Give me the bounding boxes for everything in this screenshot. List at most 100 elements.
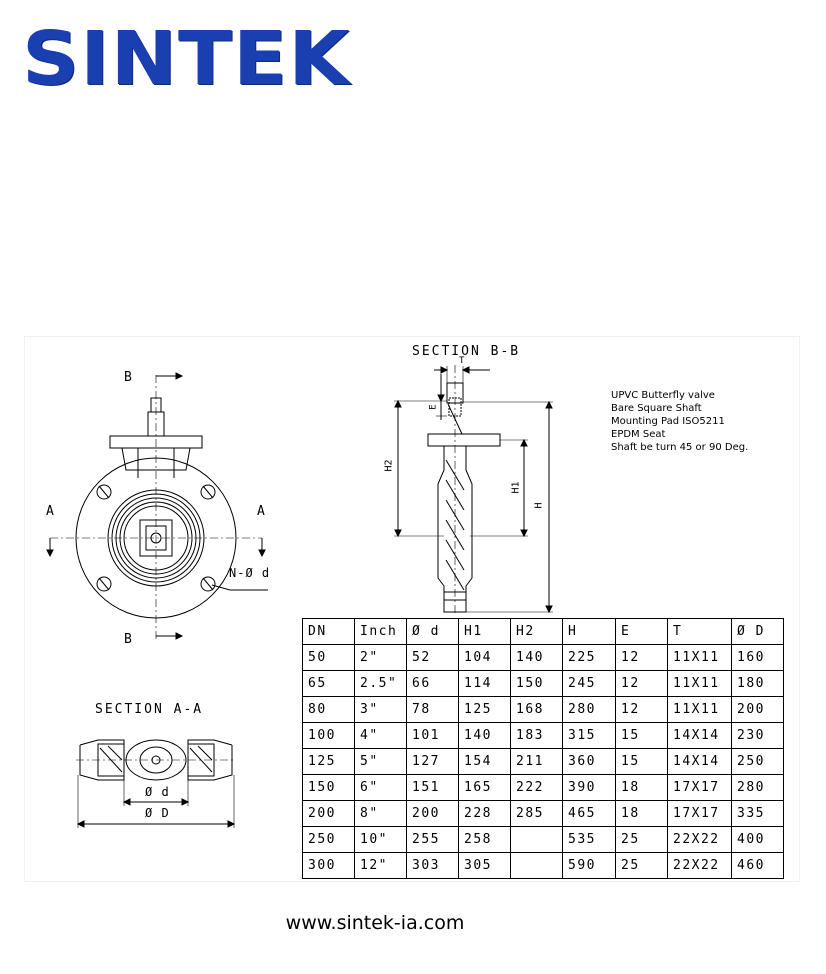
table-cell: 285 xyxy=(510,800,563,827)
table-cell: 66 xyxy=(406,670,459,697)
table-header-cell: H2 xyxy=(510,618,563,645)
table-cell: 230 xyxy=(731,722,784,749)
table-cell: 258 xyxy=(458,826,511,853)
table-cell: 6" xyxy=(354,774,407,801)
table-cell: 280 xyxy=(562,696,616,723)
table-cell: 78 xyxy=(406,696,459,723)
bolt-callout: N-Ø d xyxy=(229,566,271,580)
drawing-sheet xyxy=(24,336,800,882)
section-aa-view xyxy=(76,739,236,828)
table-cell: 14X14 xyxy=(667,722,732,749)
table-cell: 200 xyxy=(302,800,355,827)
table-cell: 25 xyxy=(615,852,668,879)
table-cell: 211 xyxy=(510,748,563,775)
dim-d-small-label: Ø d xyxy=(145,785,170,799)
table-cell: 125 xyxy=(458,696,511,723)
table-cell: 12 xyxy=(615,670,668,697)
table-header-cell: H xyxy=(562,618,616,645)
table-cell: 200 xyxy=(731,696,784,723)
table-header-cell: Ø d xyxy=(406,618,459,645)
table-cell: 22X22 xyxy=(667,852,732,879)
table-header-cell: H1 xyxy=(458,618,511,645)
table-cell: 15 xyxy=(615,722,668,749)
table-cell: 127 xyxy=(406,748,459,775)
table-cell: 80 xyxy=(302,696,355,723)
table-cell: 4" xyxy=(354,722,407,749)
sintek-logo: SINTEK xyxy=(22,16,351,102)
table-cell: 255 xyxy=(406,826,459,853)
table-cell: 390 xyxy=(562,774,616,801)
table-cell: 590 xyxy=(562,852,616,879)
table-cell: 101 xyxy=(406,722,459,749)
table-cell: 150 xyxy=(510,670,563,697)
table-cell: 250 xyxy=(731,748,784,775)
table-cell: 104 xyxy=(458,644,511,671)
table-header-cell: Inch xyxy=(354,618,407,645)
table-cell: 225 xyxy=(562,644,616,671)
table-cell: 150 xyxy=(302,774,355,801)
table-cell: 140 xyxy=(458,722,511,749)
section-bb-view xyxy=(394,365,553,615)
table-cell: 125 xyxy=(302,748,355,775)
table-cell: 18 xyxy=(615,800,668,827)
label-b-bottom: B xyxy=(124,632,134,647)
table-cell: 245 xyxy=(562,670,616,697)
front-view xyxy=(46,372,268,640)
table-cell: 400 xyxy=(731,826,784,853)
label-b-top: B xyxy=(124,370,134,385)
table-cell: 280 xyxy=(731,774,784,801)
label-a-right: A xyxy=(257,504,267,519)
table-cell xyxy=(510,852,563,879)
table-cell: 15 xyxy=(615,748,668,775)
table-cell: 305 xyxy=(458,852,511,879)
website-url: www.sintek-ia.com xyxy=(285,912,465,934)
table-cell: 65 xyxy=(302,670,355,697)
table-cell: 114 xyxy=(458,670,511,697)
spec-notes: UPVC Butterfly valve Bare Square Shaft M… xyxy=(611,389,748,454)
table-cell: 151 xyxy=(406,774,459,801)
table-cell: 360 xyxy=(562,748,616,775)
table-cell: 25 xyxy=(615,826,668,853)
note-line: UPVC Butterfly valve xyxy=(611,390,715,401)
table-header-cell: DN xyxy=(302,618,355,645)
table-cell: 222 xyxy=(510,774,563,801)
dim-h2-label: H2 xyxy=(383,459,395,472)
note-line: Mounting Pad ISO5211 xyxy=(611,416,725,427)
table-cell: 183 xyxy=(510,722,563,749)
table-cell: 335 xyxy=(731,800,784,827)
table-cell: 303 xyxy=(406,852,459,879)
table-cell: 12" xyxy=(354,852,407,879)
table-cell: 180 xyxy=(731,670,784,697)
section-aa-title: SECTION A-A xyxy=(95,702,204,717)
table-cell: 17X17 xyxy=(667,774,732,801)
dim-e-label: E xyxy=(428,404,439,410)
dim-h-label: H xyxy=(533,502,545,509)
table-cell: 5" xyxy=(354,748,407,775)
table-cell: 52 xyxy=(406,644,459,671)
table-cell: 535 xyxy=(562,826,616,853)
table-cell: 11X11 xyxy=(667,644,732,671)
table-cell: 250 xyxy=(302,826,355,853)
table-cell: 11X11 xyxy=(667,670,732,697)
table-cell: 168 xyxy=(510,696,563,723)
table-cell: 2" xyxy=(354,644,407,671)
note-line: Shaft be turn 45 or 90 Deg. xyxy=(611,442,749,453)
table-cell: 18 xyxy=(615,774,668,801)
table-cell: 12 xyxy=(615,696,668,723)
table-cell: 154 xyxy=(458,748,511,775)
table-cell: 2.5" xyxy=(354,670,407,697)
table-cell: 100 xyxy=(302,722,355,749)
table-cell: 50 xyxy=(302,644,355,671)
table-cell: 8" xyxy=(354,800,407,827)
section-bb-title: SECTION B-B xyxy=(412,344,521,359)
table-header-cell: Ø D xyxy=(731,618,784,645)
